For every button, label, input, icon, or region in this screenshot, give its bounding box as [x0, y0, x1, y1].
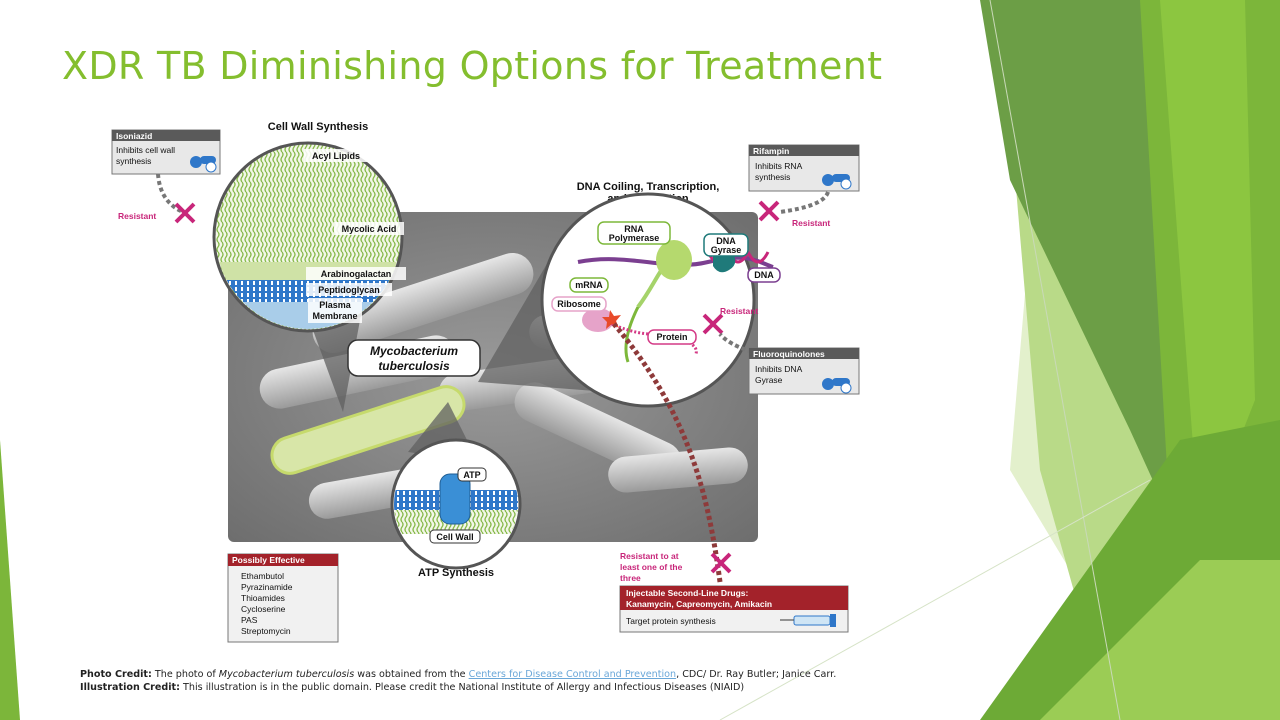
facet-right-dark — [980, 0, 1180, 540]
rifampin-box: Rifampin Inhibits RNA synthesis — [748, 144, 860, 192]
resistant-three-line1: Resistant to at — [620, 551, 679, 561]
photo-credit-pre: The photo of — [151, 669, 219, 680]
facet-right-bright — [1160, 0, 1255, 540]
facet-line — [719, 479, 1151, 720]
rifampin-name: Rifampin — [753, 146, 789, 156]
isoniazid-x-mark — [174, 202, 196, 224]
cell-wall-labels: Acyl Lipids Mycolic Acid Arabinogalactan… — [304, 149, 406, 323]
rifampin-line2: synthesis — [755, 172, 790, 182]
mrna-strand-2 — [624, 306, 640, 363]
facet-lower-light — [1040, 560, 1280, 720]
photo-credit-label: Photo Credit: — [80, 669, 152, 680]
cdc-link[interactable]: Centers for Disease Control and Preventi… — [468, 669, 677, 680]
atp-cell-wall-label: Cell Wall — [436, 532, 473, 542]
injectable-title-line2: Kanamycin, Capreomycin, Amikacin — [626, 599, 772, 609]
drug-item: Thioamides — [241, 593, 285, 603]
organism-label-pill — [347, 339, 481, 377]
isoniazid-line2: synthesis — [116, 156, 151, 166]
dna-gyrase-label-1: DNA — [716, 236, 736, 246]
atp-synthesis-title: ATP Synthesis — [418, 567, 494, 579]
fluoroquinolones-box: Fluoroquinolones Inhibits DNA Gyrase — [748, 347, 860, 395]
injectable-box: Injectable Second-Line Drugs: Kanamycin,… — [619, 585, 849, 633]
isoniazid-box: Isoniazid Inhibits cell wall synthesis — [111, 129, 221, 175]
rifampin-line1: Inhibits RNA — [755, 161, 803, 171]
photo-credit-post: , CDC/ Dr. Ray Butler; Janice Carr. — [676, 669, 837, 680]
isoniazid-line1: Inhibits cell wall — [116, 145, 175, 155]
atp-label: ATP — [463, 470, 480, 480]
illustration-credit-text: This illustration is in the public domai… — [179, 682, 745, 693]
pill-icon — [822, 378, 852, 394]
fluoroquinolones-line1: Inhibits DNA — [755, 364, 803, 374]
isoniazid-resistant: Resistant — [118, 211, 156, 221]
credits: Photo Credit: The photo of Mycobacterium… — [80, 668, 836, 694]
injectable-arrow — [612, 322, 723, 583]
illustration-credit-label: Illustration Credit: — [80, 682, 180, 693]
organism-label-line1: Mycobacterium — [370, 344, 458, 358]
illustration-credit-line: Illustration Credit: This illustration i… — [80, 681, 836, 694]
photo-credit-line: Photo Credit: The photo of Mycobacterium… — [80, 668, 836, 681]
pill-icon — [822, 174, 852, 190]
rna-polymerase-label-2: Polymerase — [609, 233, 660, 243]
highlighted-bacillus — [270, 385, 466, 475]
fluoroquinolones-name: Fluoroquinolones — [753, 349, 825, 359]
slide-title: XDR TB Diminishing Options for Treatment — [62, 44, 883, 88]
dna-title-line1: DNA Coiling, Transcription, — [577, 181, 720, 193]
resistant-three-line3: three — [620, 573, 641, 583]
mrna-label: mRNA — [575, 280, 603, 290]
fluoroquinolones-arrow — [718, 332, 753, 354]
organism-label-line2: tuberculosis — [378, 359, 450, 373]
isoniazid-name: Isoniazid — [116, 131, 152, 141]
membrane-label: Membrane — [312, 311, 357, 321]
tb-mechanism-diagram: Cell Wall Synthesis Acyl Lipids Mycolic … — [111, 121, 860, 643]
drug-item: Cycloserine — [241, 604, 286, 614]
resistant-three-line2: least one of the — [620, 562, 683, 572]
rna-polymerase-label-1: RNA — [624, 224, 644, 234]
photo-credit-organism: Mycobacterium tuberculosis — [218, 669, 355, 680]
protein-chain — [607, 320, 698, 355]
dna-labels: RNA Polymerase DNA Gyrase DNA mRNA Ribos… — [551, 221, 781, 345]
mycolic-acid-label: Mycolic Acid — [342, 224, 397, 234]
facet-left-strip — [0, 440, 20, 720]
syringe-icon — [780, 614, 836, 627]
plasma-label: Plasma — [319, 300, 352, 310]
peptidoglycan-label: Peptidoglycan — [318, 285, 380, 295]
resistant-to-three-label: Resistant to at least one of the three — [620, 551, 683, 583]
drug-item: Streptomycin — [241, 626, 291, 636]
acyl-lipids-label: Acyl Lipids — [312, 151, 360, 161]
rna-polymerase-shape — [656, 240, 692, 280]
rifampin-resistant: Resistant — [792, 218, 830, 228]
dna-circle — [540, 192, 756, 408]
photo-credit-mid: was obtained from the — [354, 669, 469, 680]
injectable-title-line1: Injectable Second-Line Drugs: — [626, 588, 748, 598]
dna-label: DNA — [754, 270, 774, 280]
fluoroquinolones-resistant: Resistant — [720, 306, 758, 316]
drug-item: Ethambutol — [241, 571, 284, 581]
possibly-effective-title: Possibly Effective — [232, 555, 305, 565]
protein-label: Protein — [656, 332, 687, 342]
dna-gyrase-label-2: Gyrase — [711, 245, 742, 255]
possibly-effective-box: Possibly Effective Ethambutol Pyrazinami… — [227, 553, 339, 643]
injectable-target: Target protein synthesis — [626, 616, 716, 626]
rifampin-arrow — [779, 191, 830, 214]
fluoroquinolones-line2: Gyrase — [755, 375, 783, 385]
arabinogalactan-label: Arabinogalactan — [321, 269, 392, 279]
fluoroquinolones-x-mark — [702, 313, 724, 335]
ribosome-shape — [582, 308, 614, 332]
atp-synthase-shape — [439, 473, 471, 525]
drug-item: Pyrazinamide — [241, 582, 293, 592]
rifampin-x-mark — [758, 200, 780, 222]
facet-line — [989, 0, 1121, 720]
ribosome-label: Ribosome — [557, 299, 601, 309]
drug-item: PAS — [241, 615, 258, 625]
injectable-x-mark — [710, 552, 732, 574]
cell-wall-title: Cell Wall Synthesis — [268, 121, 368, 133]
pill-icon — [190, 156, 217, 173]
